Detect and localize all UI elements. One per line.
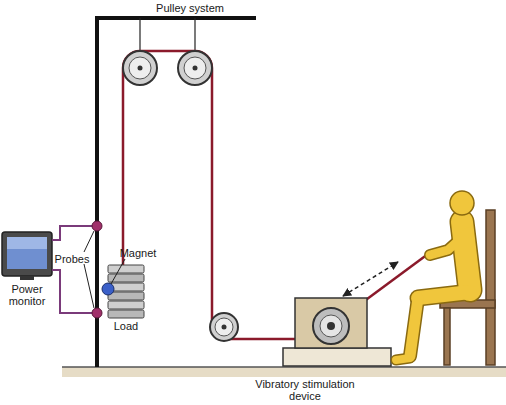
device-drum <box>313 308 349 344</box>
power-monitor <box>2 232 52 280</box>
motion-arrow <box>343 262 398 296</box>
device-base <box>283 348 391 366</box>
frame-beam <box>95 16 256 20</box>
part-label: Vibratory stimulation device <box>245 378 365 402</box>
floor <box>62 367 506 377</box>
part-label: Pulley system <box>135 2 245 14</box>
probe <box>92 308 102 318</box>
rope <box>123 51 318 339</box>
pulley <box>210 313 238 341</box>
pulley <box>123 51 157 85</box>
seated-person <box>396 191 474 360</box>
part-label: Magnet <box>113 247 163 259</box>
magnet <box>102 283 114 295</box>
probe-wire <box>52 270 94 313</box>
part-label: Load <box>106 320 146 332</box>
part-label: Probes <box>49 253 95 265</box>
probe <box>92 221 102 231</box>
part-label: Power monitor <box>0 283 54 307</box>
device-housing <box>295 298 367 348</box>
leader-line <box>84 231 94 252</box>
leader-line <box>84 264 94 308</box>
leader-line <box>111 259 125 284</box>
pulley <box>178 51 212 85</box>
probe-wire <box>52 226 94 240</box>
